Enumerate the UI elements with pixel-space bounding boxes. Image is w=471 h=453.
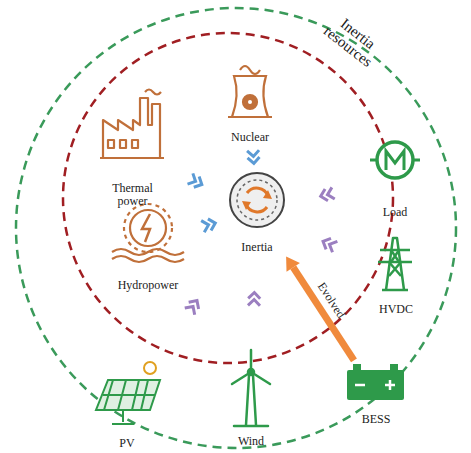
hydro-icon: [112, 204, 184, 262]
inner-ring: [63, 33, 393, 363]
factory-icon: [100, 90, 164, 159]
node-label: Inertia: [241, 241, 272, 254]
node-label: Load: [383, 206, 408, 219]
wind-icon: [232, 350, 270, 426]
load-node: Load: [362, 137, 428, 219]
flow-connector: [188, 173, 205, 190]
motor-icon: [370, 142, 420, 178]
flow-connector: [286, 257, 354, 361]
inertia-node: Inertia: [222, 170, 292, 254]
ring-title: Inertia resources: [308, 0, 399, 80]
hvdc-node: HVDC: [366, 232, 426, 316]
flow-connector: [247, 150, 260, 164]
flow-connector: [319, 187, 334, 202]
flow-connector: [248, 292, 260, 305]
battery-icon: [347, 364, 404, 400]
nuclear-icon: [228, 66, 272, 117]
nuclear-node: Nuclear: [212, 62, 288, 144]
thermal-node: Thermal power: [95, 92, 170, 208]
flow-connector: [321, 236, 338, 252]
pv-icon: [96, 362, 160, 424]
inertia-icon: [230, 173, 284, 227]
outer-ring: [16, 8, 456, 448]
node-label: PV: [119, 437, 134, 450]
node-label: HVDC: [379, 303, 413, 316]
tower-icon: [378, 238, 412, 290]
node-label: Thermal power: [103, 182, 163, 208]
hydro-node: Hydropower: [100, 190, 196, 292]
node-label: BESS: [362, 413, 391, 426]
node-label: Wind: [238, 435, 264, 448]
node-label: Nuclear: [231, 131, 269, 144]
node-label: Hydropower: [118, 279, 179, 292]
wind-node: Wind: [218, 344, 284, 448]
flow-connector: [185, 297, 202, 314]
bess-node: BESS: [344, 362, 408, 426]
pv-node: PV: [88, 358, 166, 450]
flow-connector: [201, 217, 217, 232]
